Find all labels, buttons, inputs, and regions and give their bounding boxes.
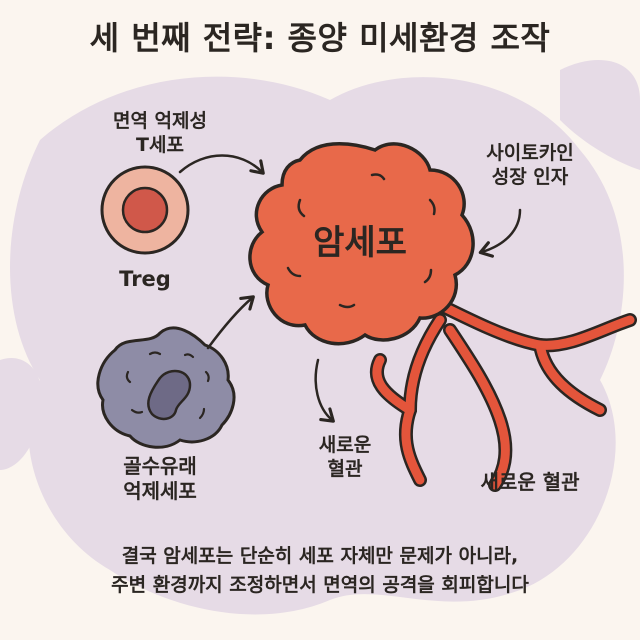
mdsc-nucleus <box>147 369 192 421</box>
cancer-cell-body <box>248 142 475 346</box>
cancer-cell-label: 암세포 <box>313 223 407 263</box>
treg-description: 면역 억제성 T세포 <box>60 110 260 158</box>
arrow-mdsc-to-cancer <box>206 295 255 350</box>
new-vessel-line: 혈관 <box>327 457 363 480</box>
treg-label: Treg <box>119 267 171 291</box>
page-title: 세 번째 전략: 종양 미세환경 조작 <box>89 19 551 57</box>
treg-cell <box>100 165 190 255</box>
cytokine-line: 사이토카인 <box>486 142 574 164</box>
cytokine-line: 성장 인자 <box>491 165 569 188</box>
new-vessel-label-left: 새로운 혈관 <box>300 434 390 482</box>
caption-line: 결국 암세포는 단순히 세포 자체만 문제가 아니라, <box>121 545 519 567</box>
mdsc-line: 억제세포 <box>123 479 197 503</box>
treg-nucleus <box>121 186 169 234</box>
mdsc-cell <box>96 326 236 449</box>
treg-description-line: 면역 억제성 <box>112 110 207 132</box>
treg-description-line: T세포 <box>136 133 184 156</box>
new-vessel-line: 새로운 <box>318 434 372 456</box>
mdsc-line: 골수유래 <box>123 454 197 478</box>
cytokine-label: 사이토카인 성장 인자 <box>430 142 630 190</box>
arrow-cancer-to-vessel <box>314 358 335 423</box>
cancer-cell <box>248 142 475 346</box>
arrows <box>178 154 522 423</box>
arrow-cytokine-to-cancer <box>478 208 522 258</box>
caption-line: 주변 환경까지 조정하면서 면역의 공격을 회피합니다 <box>111 574 529 597</box>
caption: 결국 암세포는 단순히 세포 자체만 문제가 아니라, 주변 환경까지 조정하면… <box>0 542 640 601</box>
mdsc-label: 골수유래 억제세포 <box>80 454 240 504</box>
blood-vessels <box>369 293 637 492</box>
blob-top-right <box>560 60 640 170</box>
arrow-treg-to-cancer <box>178 154 265 175</box>
new-vessel-label-right: 새로운 혈관 <box>480 470 580 494</box>
blob-left <box>0 358 43 470</box>
